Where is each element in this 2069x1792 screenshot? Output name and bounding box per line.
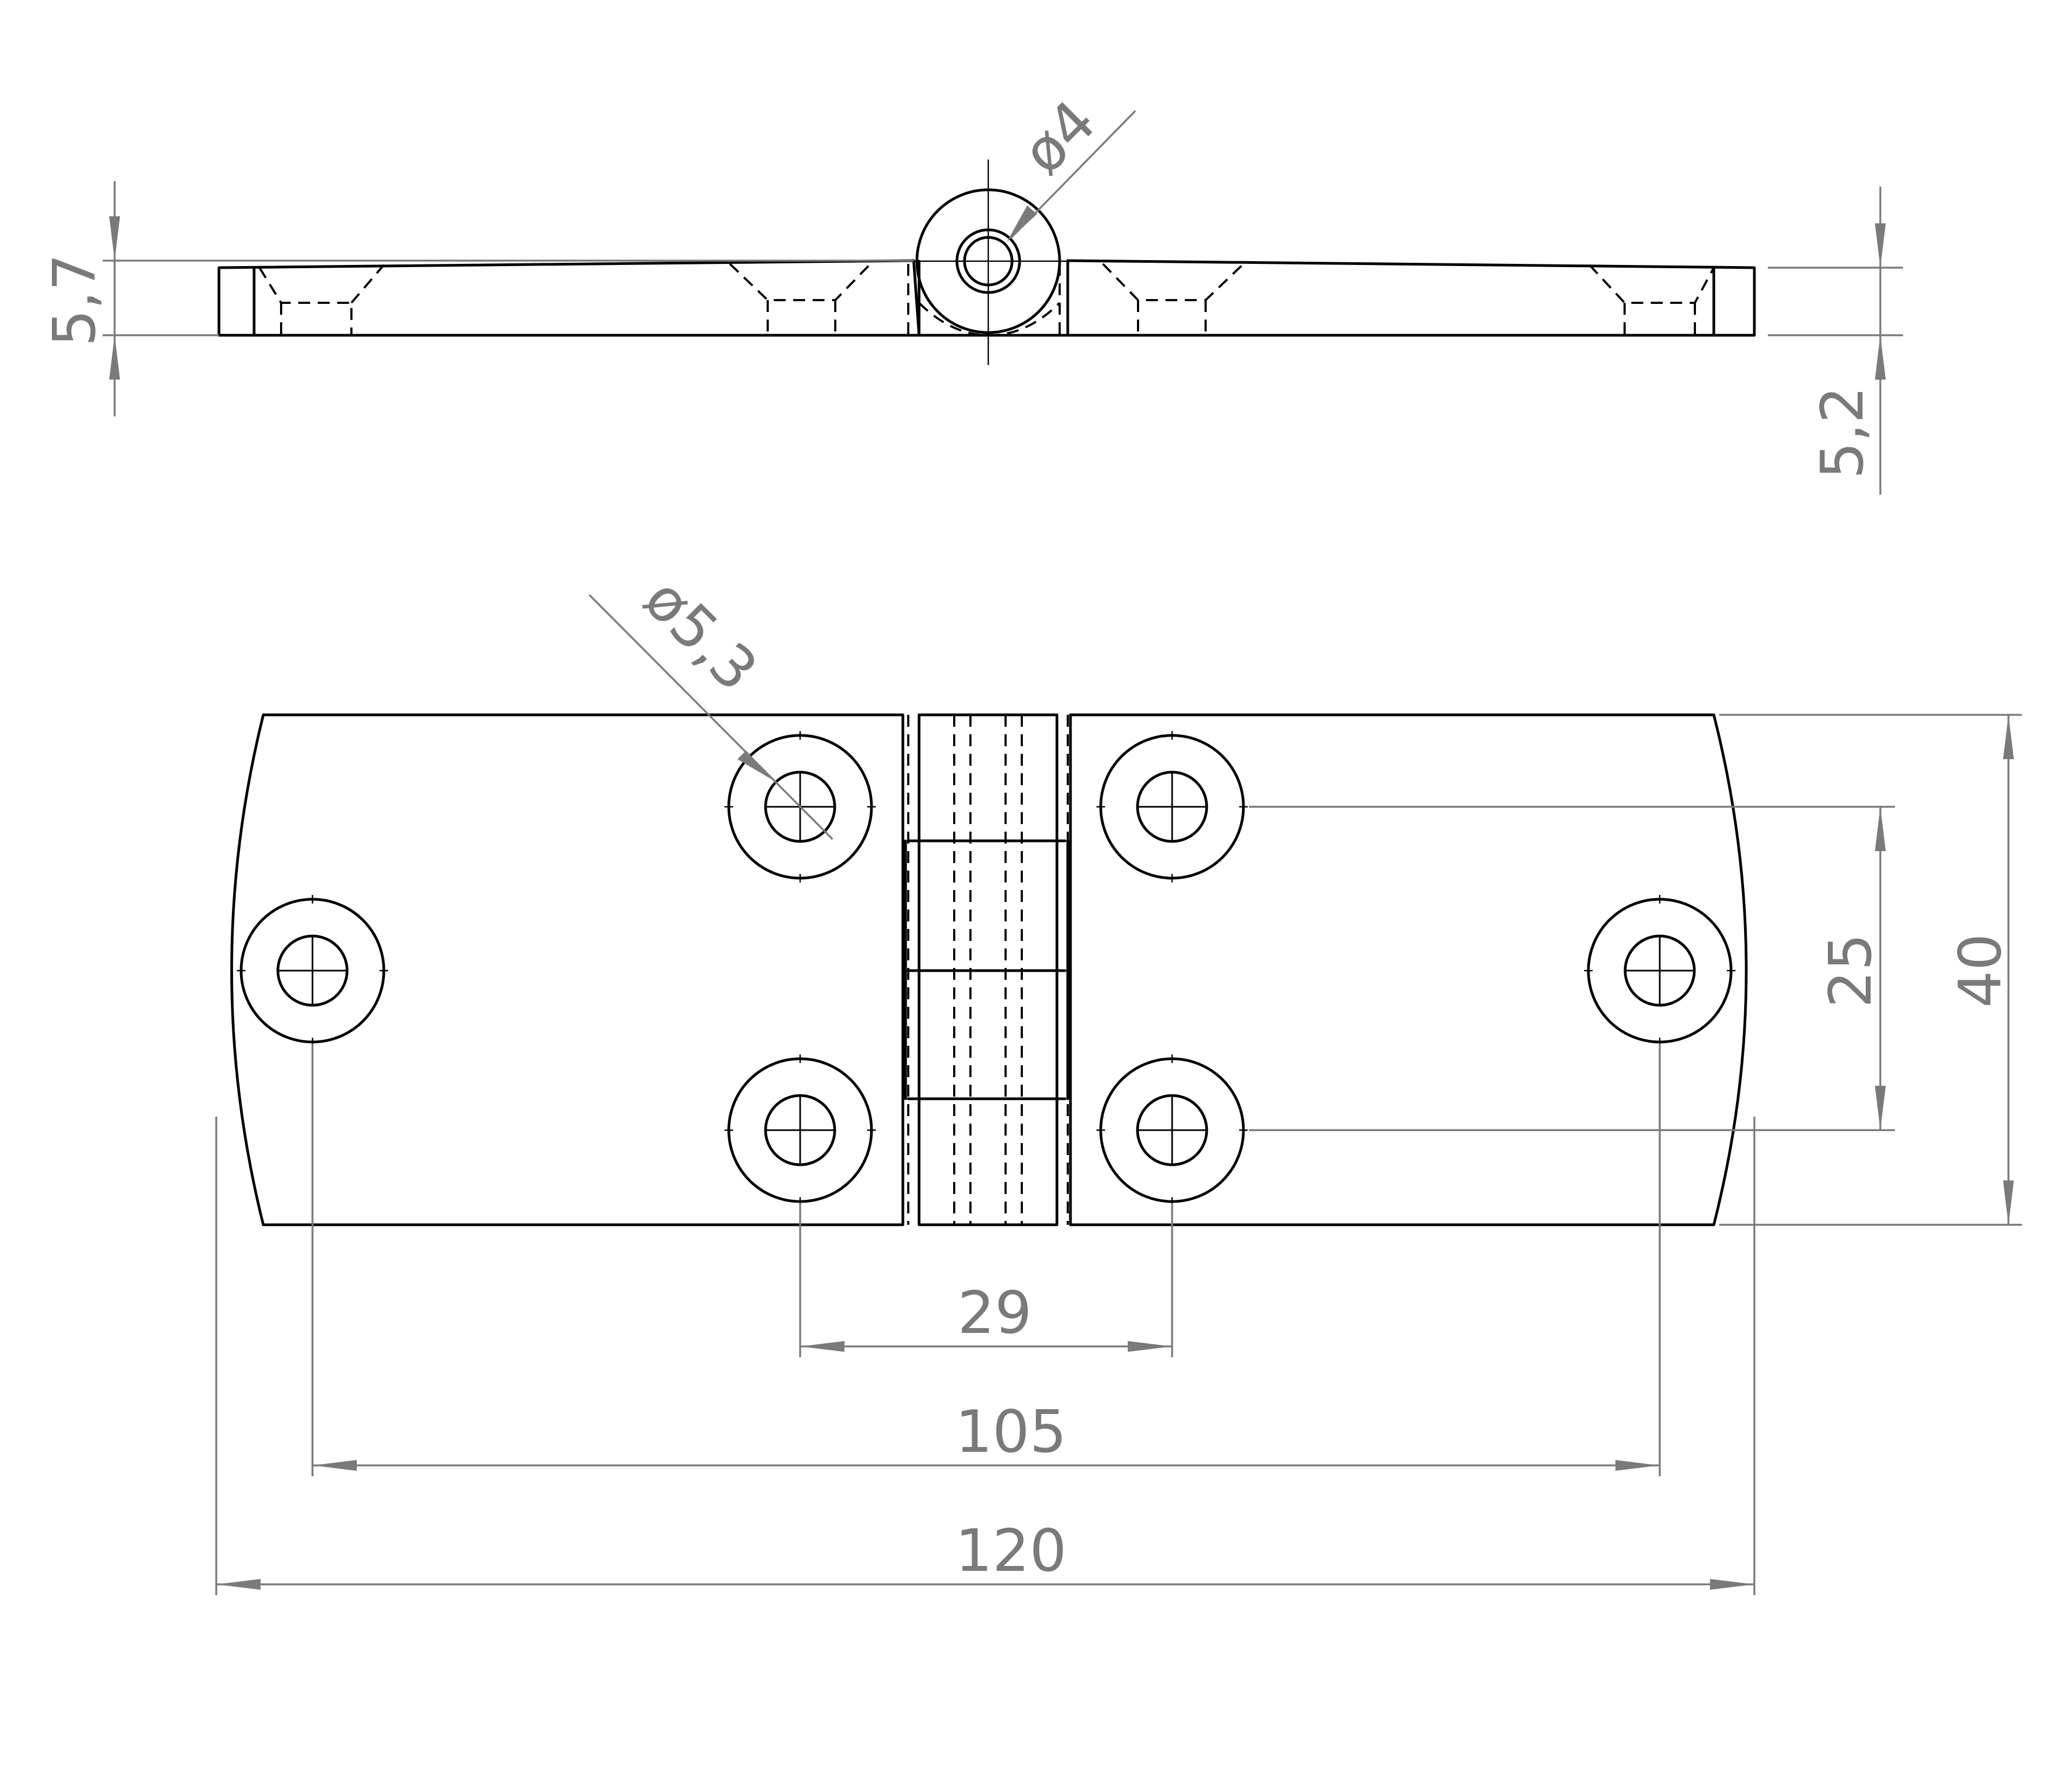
dimension-40: 40 (1719, 714, 2022, 1226)
right-leaf (1069, 713, 1748, 1226)
hole-right-outer (1584, 895, 1735, 1046)
dimension-label-25: 25 (1817, 933, 1885, 1007)
dimension-label-5-7: 5,7 (41, 254, 109, 347)
dimension-5-2: 5,2 (1768, 187, 1903, 495)
dimension-105: 105 (311, 1044, 1661, 1476)
dimension-label-120: 120 (955, 1517, 1067, 1585)
side-view-countersinks (252, 263, 1715, 337)
side-view-left-leaf (217, 259, 921, 337)
dimension-pin-diameter: ø4 (1007, 88, 1136, 242)
dimension-label-pin-diameter: ø4 (1009, 88, 1109, 187)
dimension-label-5-2: 5,2 (1809, 386, 1877, 479)
side-view: 5,7 5,2 ø4 (41, 88, 1903, 495)
dimension-5-7: 5,7 (41, 181, 914, 416)
hole-left-bottom (724, 1054, 876, 1206)
dimension-label-hole-diameter: ø5,3 (631, 566, 770, 705)
dimension-120: 120 (215, 1117, 1755, 1595)
dimension-hole-diameter: ø5,3 (588, 566, 834, 840)
hole-right-bottom (1096, 1054, 1248, 1206)
left-leaf (230, 713, 904, 1226)
front-view: ø5,3 40 25 29 (215, 566, 2022, 1595)
dimension-29: 29 (799, 1203, 1173, 1357)
hole-right-top (1096, 731, 1248, 882)
side-view-right-leaf (1066, 259, 1756, 337)
dimension-label-105: 105 (955, 1398, 1067, 1466)
dimension-label-40: 40 (1947, 933, 2014, 1007)
dimension-label-29: 29 (957, 1279, 1032, 1347)
knuckle-strip (904, 713, 1069, 1226)
hole-left-outer (237, 895, 388, 1046)
dimension-25: 25 (1249, 806, 1895, 1131)
